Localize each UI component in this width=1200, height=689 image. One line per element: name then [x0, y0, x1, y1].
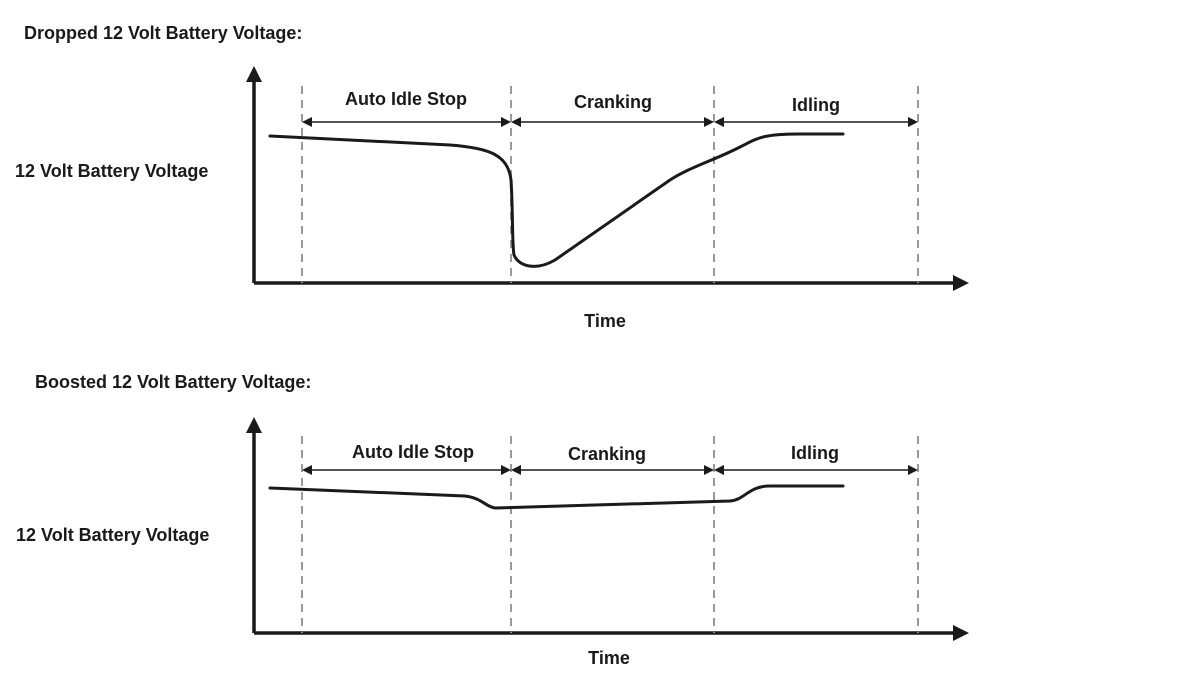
- phase-span-idling: [714, 465, 918, 475]
- y-axis-arrow-icon: [246, 417, 262, 433]
- x-axis-label: Time: [588, 648, 630, 668]
- phase-label-cranking: Cranking: [568, 444, 646, 464]
- phase-span-cranking: [511, 465, 714, 475]
- phase-label-idling: Idling: [792, 95, 840, 115]
- voltage-curve: [268, 484, 845, 510]
- panel-heading: Dropped 12 Volt Battery Voltage:: [24, 23, 302, 43]
- y-axis-label: 12 Volt Battery Voltage: [16, 525, 209, 545]
- phase-span-cranking: [511, 117, 714, 127]
- x-axis-arrow-icon: [953, 275, 969, 291]
- phase-label-auto-idle-stop: Auto Idle Stop: [345, 89, 467, 109]
- phase-span-auto-idle-stop: [302, 465, 511, 475]
- phase-span-auto-idle-stop: [302, 117, 511, 127]
- panel-heading: Boosted 12 Volt Battery Voltage:: [35, 372, 311, 392]
- phase-span-idling: [714, 117, 918, 127]
- phase-label-cranking: Cranking: [574, 92, 652, 112]
- y-axis-label: 12 Volt Battery Voltage: [15, 161, 208, 181]
- y-axis-arrow-icon: [246, 66, 262, 82]
- phase-label-auto-idle-stop: Auto Idle Stop: [352, 442, 474, 462]
- phase-label-idling: Idling: [791, 443, 839, 463]
- panel-dropped: Dropped 12 Volt Battery Voltage: 12 Volt…: [15, 23, 969, 331]
- panel-boosted: Boosted 12 Volt Battery Voltage: 12 Volt…: [16, 372, 969, 668]
- x-axis-label: Time: [584, 311, 626, 331]
- x-axis-arrow-icon: [953, 625, 969, 641]
- voltage-curve: [268, 132, 845, 268]
